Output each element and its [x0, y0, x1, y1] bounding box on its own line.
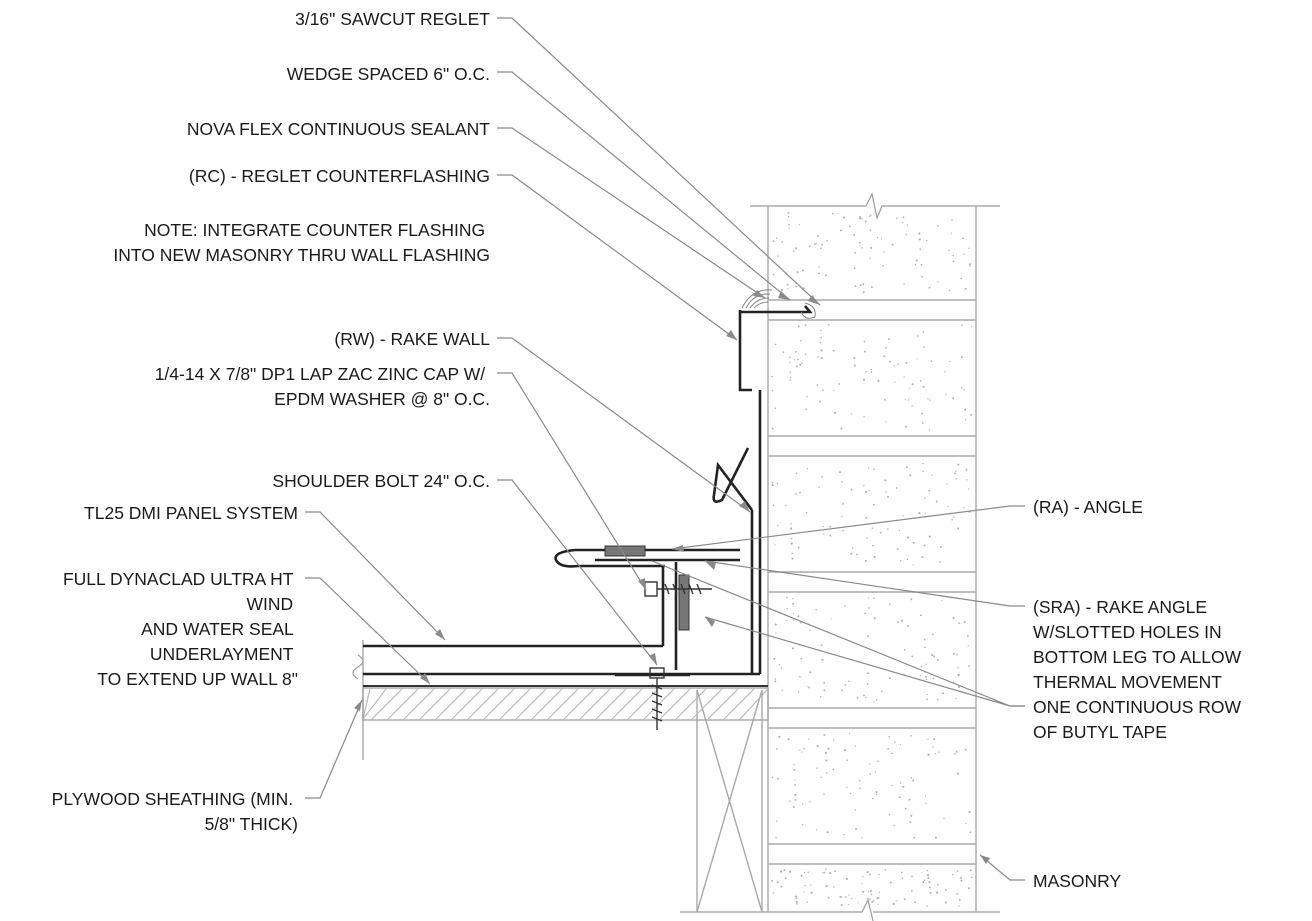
wood-framing — [696, 689, 763, 913]
callouts-left: 3/16" SAWCUT REGLET WEDGE SPACED 6" O.C.… — [52, 9, 491, 834]
callout-shoulder-bolt: SHOULDER BOLT 24" O.C. — [272, 471, 490, 491]
callout-butyl-tape: ONE CONTINUOUS ROW OF BUTYL TAPE — [1033, 697, 1246, 742]
callout-rake-wall: (RW) - RAKE WALL — [334, 329, 490, 349]
callout-sawcut-reglet: 3/16" SAWCUT REGLET — [295, 9, 490, 29]
plywood-sheathing — [352, 640, 769, 760]
masonry-wall — [680, 192, 1000, 921]
callout-rake-angle: (SRA) - RAKE ANGLE W/SLOTTED HOLES IN BO… — [1033, 597, 1246, 692]
callout-underlayment: FULL DYNACLAD ULTRA HT WIND AND WATER SE… — [63, 569, 298, 689]
callout-wedge: WEDGE SPACED 6" O.C. — [287, 64, 490, 84]
callout-panel-system: TL25 DMI PANEL SYSTEM — [84, 503, 298, 523]
callout-plywood: PLYWOOD SHEATHING (MIN. 5/8" THICK) — [52, 789, 298, 834]
callout-counterflashing: (RC) - REGLET COUNTERFLASHING — [189, 166, 490, 186]
leader-lines — [305, 17, 1025, 881]
callout-masonry: MASONRY — [1033, 871, 1121, 891]
callouts-right: (RA) - ANGLE (SRA) - RAKE ANGLE W/SLOTTE… — [1033, 497, 1246, 891]
roof-panel-assembly — [363, 289, 816, 730]
callout-note: NOTE: INTEGRATE COUNTER FLASHING INTO NE… — [113, 220, 490, 265]
callout-sealant: NOVA FLEX CONTINUOUS SEALANT — [187, 119, 490, 139]
callout-lap-screw: 1/4-14 X 7/8" DP1 LAP ZAC ZINC CAP W/ EP… — [155, 364, 490, 409]
callout-angle: (RA) - ANGLE — [1033, 497, 1143, 517]
